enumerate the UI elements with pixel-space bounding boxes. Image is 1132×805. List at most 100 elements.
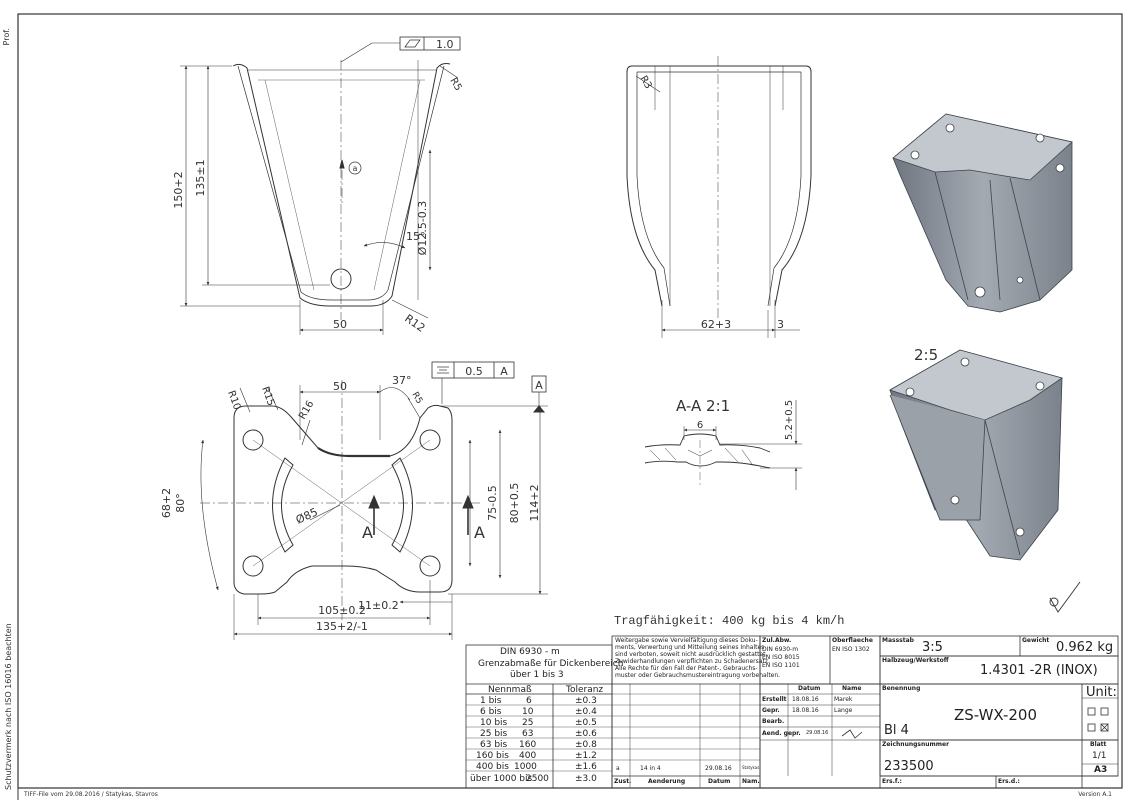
dim-height-150: 150+2 — [172, 171, 185, 208]
label-ers-d: Ers.d.: — [998, 778, 1020, 785]
flatness-frame — [399, 36, 461, 51]
pin-hole-front — [330, 268, 352, 290]
section-aa-view — [644, 400, 802, 490]
dim-height-135: 135±1 — [194, 159, 207, 196]
section-title: A-A 2:1 — [676, 397, 730, 415]
datum-A-label: A — [535, 379, 543, 392]
table-row: 160 — [519, 740, 537, 750]
plan-slot-left — [272, 457, 294, 553]
side-label-iso: Schutzvermerk nach ISO 16016 beachten — [4, 623, 13, 790]
erstellt-datum: 18.08.16 — [792, 696, 819, 703]
zul-abw-2: EN ISO 8015 — [762, 654, 800, 661]
revision-index: a — [616, 765, 620, 772]
dim-135: 135+2/-1 — [316, 620, 368, 633]
footer-tiff-note: TIFF-File vom 29.08.2016 / Statykas, Sta… — [23, 791, 158, 798]
side-view — [626, 56, 812, 338]
section-dim-52: 5.2+0.5 — [784, 400, 795, 440]
zul-abw-1: DIN 6930-m — [762, 646, 799, 653]
side-view-right-outline — [774, 65, 812, 307]
table-row: 10 — [522, 707, 534, 717]
dim-height-68: 68+2 — [160, 488, 173, 518]
oberflaeche-value: EN ISO 1302 — [832, 646, 870, 653]
table-row: ±0.8 — [575, 740, 597, 750]
dim-height-114: 114+2 — [528, 484, 541, 521]
label-aend-gepr: Aend. gepr. — [762, 730, 801, 737]
dim-11: 11±0.2 — [358, 599, 399, 612]
front-view — [180, 36, 461, 335]
dim-plan-width-50: 50 — [333, 380, 347, 393]
symmetry-tolerance: 0.5 — [465, 365, 483, 378]
label-datum: Datum — [798, 685, 821, 692]
zeichnungsnummer-value: 233500 — [884, 759, 934, 774]
label-oberflaeche: Oberflaeche — [832, 637, 873, 644]
aend-datum: 29.08.16 — [806, 730, 829, 736]
table-row: ±1.2 — [575, 751, 597, 761]
table-row: ±0.4 — [575, 707, 597, 717]
table-row: 25 — [522, 718, 534, 728]
label-aenderung: Aenderung — [648, 778, 686, 785]
tolerance-table-subtitle-2: über 1 bis 3 — [510, 670, 564, 680]
load-capacity-note: Tragfähigkeit: 400 kg bis 4 km/h — [614, 614, 844, 628]
iso-scale-label: 2:5 — [914, 346, 938, 364]
label-erstellt: Erstellt — [762, 696, 787, 703]
table-row: 6 — [526, 696, 532, 706]
dim-angle-37: 37° — [392, 374, 412, 387]
dim-r5: R5 — [447, 76, 463, 93]
dim-diameter-85: Ø85 — [294, 505, 320, 526]
table-row: 400 bis — [476, 762, 509, 772]
iso-view-bottom — [889, 349, 1063, 561]
copyright-line: Weitergabe sowie Vervielfältigung dieses… — [615, 637, 758, 644]
tolerance-header-toleranz: Toleranz — [566, 685, 604, 695]
table-row: ±1.6 — [575, 762, 597, 772]
table-row: 2500 — [526, 774, 549, 784]
revision-date: 29.08.16 — [705, 765, 732, 772]
label-nam: Nam. — [742, 778, 760, 785]
title-block-grid — [465, 635, 1119, 789]
gewicht-value: 0.962 kg — [1056, 640, 1114, 655]
table-row: 10 bis — [480, 718, 508, 728]
massstab-value: 3:5 — [922, 640, 943, 655]
symmetry-frame — [431, 361, 515, 379]
label-halbzeug: Halbzeug/Werkstoff — [882, 657, 949, 664]
copyright-line: sind verboten, soweit nicht ausdrücklich… — [615, 651, 768, 658]
table-row: über 1000 bis — [470, 774, 533, 784]
plan-slot-right — [391, 457, 413, 553]
table-row: 63 — [522, 729, 534, 739]
label-blatt: Blatt — [1090, 741, 1107, 748]
werkstoff-value: 1.4301 -2R (INOX) — [980, 663, 1098, 678]
label-datum-rev: Datum — [708, 778, 731, 785]
copyright-line: Alle Rechte für den Fall der Patent-, Ge… — [615, 665, 758, 672]
section-mark-right: A — [474, 523, 485, 542]
label-gepr: Gepr. — [762, 707, 780, 714]
label-gewicht: Gewicht — [1022, 637, 1050, 644]
plan-view-outline — [233, 404, 453, 595]
zul-abw-3: EN ISO 1101 — [762, 662, 800, 669]
side-view-left-outline — [626, 65, 663, 307]
label-zul-abw: Zul.Abw. — [762, 637, 792, 644]
dim-width-50: 50 — [333, 318, 347, 331]
table-row: 63 bis — [480, 740, 508, 750]
iso-top-flange — [892, 113, 1073, 181]
label-zeichnungsnummer: Zeichnungsnummer — [882, 741, 950, 748]
label-zust: Zust. — [614, 778, 632, 785]
table-row: ±3.0 — [575, 774, 597, 784]
datum-a-circle — [348, 161, 362, 175]
tolerance-header-nennmass: Nennmaß — [488, 685, 532, 695]
iso-bottom-flange — [889, 349, 1063, 421]
gepr-name: Lange — [834, 707, 853, 714]
flatness-value: 1.0 — [436, 38, 454, 51]
datum-a-label: a — [353, 164, 358, 173]
table-row: ±0.6 — [575, 729, 597, 739]
table-row: 400 — [519, 751, 537, 761]
label-unit: Unit: — [1086, 685, 1117, 700]
dim-angle-15: 15° — [406, 230, 426, 243]
dim-angle-80: 80° — [174, 493, 187, 513]
bl-value: Bl 4 — [884, 723, 909, 738]
section-mark-left: A — [362, 523, 373, 542]
dim-hole-diameter: Ø12.5-0.3 — [416, 201, 429, 256]
table-row: 6 bis — [480, 707, 502, 717]
section-dim-6: 6 — [697, 420, 703, 431]
dim-r15: R15 — [259, 385, 276, 407]
copyright-line: muster oder Gebrauchsmustereintragung vo… — [615, 672, 781, 679]
